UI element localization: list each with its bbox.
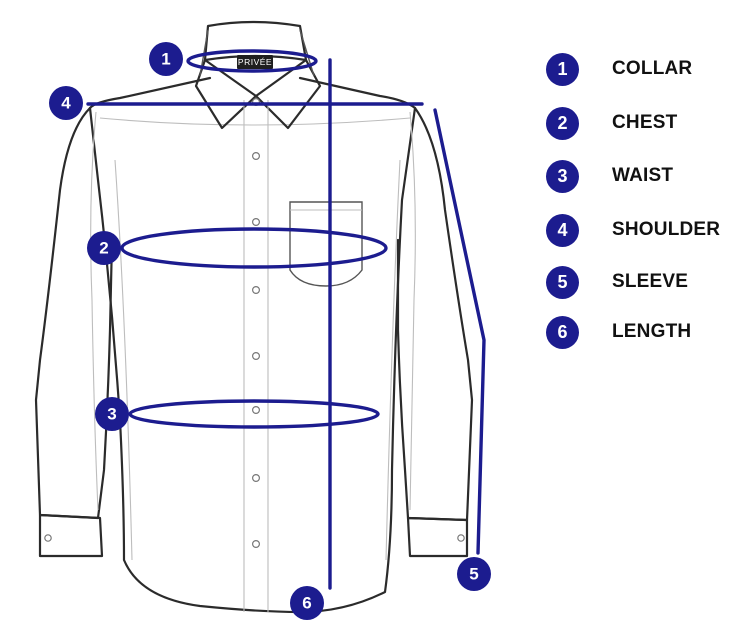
badge-collar: 1 (149, 42, 183, 76)
right-cuff-button (457, 534, 465, 542)
legend-label: SHOULDER (612, 219, 721, 240)
legend-label: COLLAR (612, 58, 693, 79)
yoke-seam (99, 117, 411, 126)
shirt-illustration: PRIVÉE (34, 20, 474, 614)
badge-waist-number: 3 (107, 405, 116, 424)
waist-measure-line (128, 399, 380, 429)
legend-label: CHEST (612, 112, 678, 133)
placket-button-6 (252, 406, 261, 415)
legend-label: SLEEVE (612, 271, 689, 292)
sleeve-measure-line (433, 108, 486, 555)
legend-badge: 2 (546, 106, 579, 140)
diagram-badges: 1 4 2 3 5 6 (49, 42, 491, 620)
badge-chest: 2 (87, 231, 121, 265)
legend-badge: 5 (546, 265, 579, 299)
chest-measure-line (120, 227, 388, 269)
badge-sleeve-number: 5 (469, 565, 478, 584)
left-cuff-button (44, 534, 52, 542)
legend-item-length: 6 LENGTH (546, 315, 691, 349)
brand-label: PRIVÉE (237, 55, 273, 69)
placket-button-8 (252, 539, 261, 548)
right-sleeve-seam (409, 111, 416, 511)
legend-badge: 6 (546, 315, 579, 349)
shirt-body-outline (88, 76, 417, 614)
collar-left-point (194, 58, 258, 130)
collar-right-point (254, 58, 322, 130)
left-cuff (38, 513, 104, 558)
legend-badge: 3 (546, 159, 579, 193)
left-side-seam (114, 159, 133, 561)
collar-inner-right (299, 29, 315, 77)
badge-shoulder: 4 (49, 86, 83, 120)
legend-item-chest: 2 CHEST (546, 106, 677, 140)
legend-item-collar: 1 COLLAR (546, 52, 692, 86)
legend-item-shoulder: 4 SHOULDER (546, 213, 720, 247)
placket-button-7 (252, 474, 261, 483)
placket-button-4 (252, 286, 261, 295)
legend-badge: 1 (546, 52, 579, 86)
brand-label-text: PRIVÉE (238, 57, 272, 67)
collar-measure-line (186, 49, 318, 73)
right-side-seam (385, 159, 401, 561)
badge-length-number: 6 (302, 594, 311, 613)
legend-item-waist: 3 WAIST (546, 159, 673, 193)
measurement-lines (86, 49, 486, 590)
left-sleeve-seam (90, 111, 99, 511)
badge-shoulder-number: 4 (61, 94, 71, 113)
placket-button-5 (252, 352, 261, 361)
chest-pocket (289, 201, 363, 287)
badge-length: 6 (290, 586, 324, 620)
legend-badge: 4 (546, 213, 579, 247)
badge-collar-number: 1 (161, 50, 170, 69)
legend-label: LENGTH (612, 321, 692, 342)
right-cuff (406, 516, 469, 558)
badge-waist: 3 (95, 397, 129, 431)
placket-button-3 (252, 218, 261, 227)
badge-sleeve: 5 (457, 557, 491, 591)
right-sleeve-outline (396, 106, 474, 522)
placket-button-2 (252, 152, 261, 161)
left-sleeve-outline (34, 106, 114, 520)
legend-label: WAIST (612, 165, 674, 186)
legend-item-sleeve: 5 SLEEVE (546, 265, 688, 299)
badge-chest-number: 2 (99, 239, 108, 258)
